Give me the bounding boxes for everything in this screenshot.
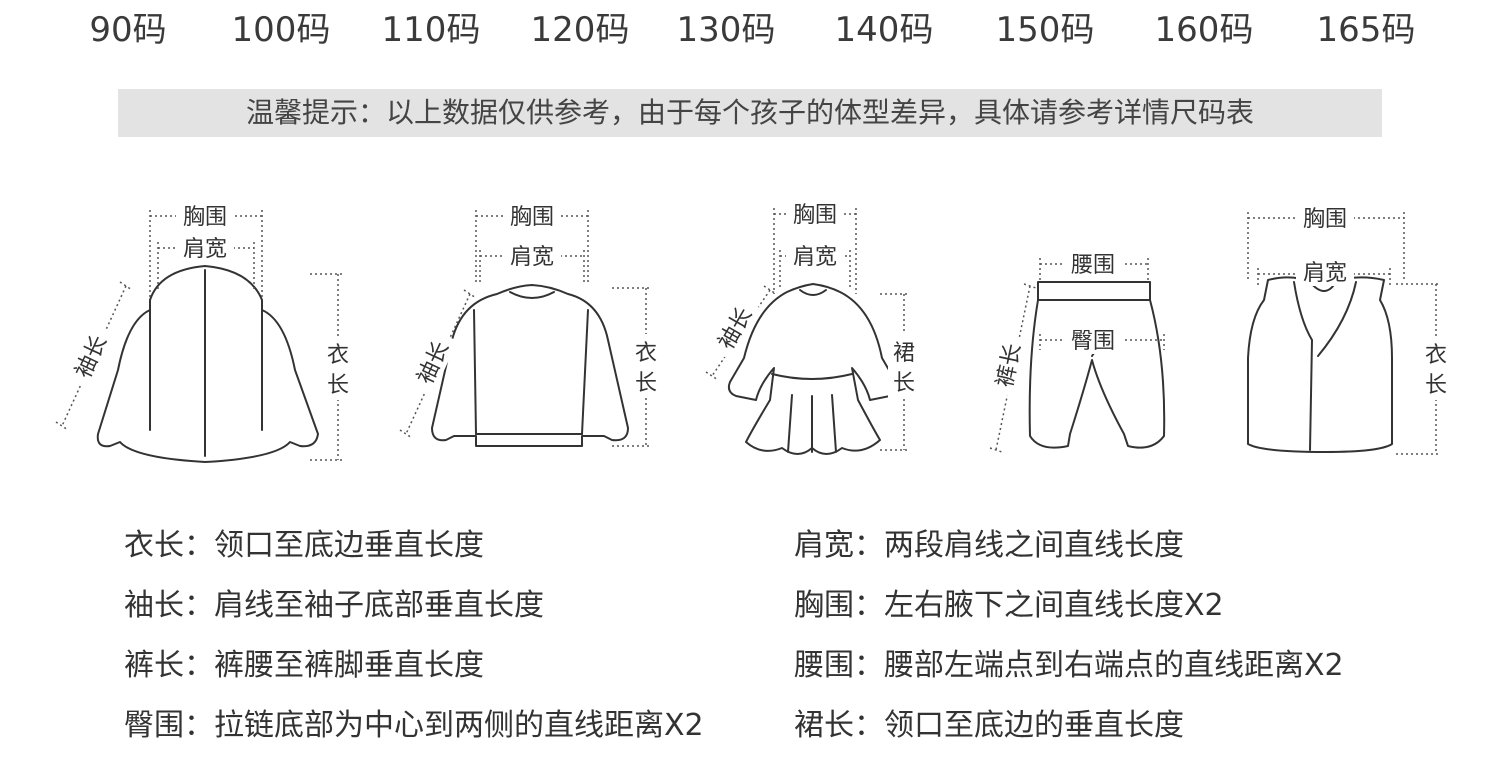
definition-separator: ：	[854, 708, 884, 743]
sweater-chest-label: 胸围	[510, 205, 554, 230]
dress-shoulder-label: 肩宽	[793, 245, 837, 270]
pants-waist-label: 腰围	[1071, 253, 1115, 278]
definition-desc: 左右腋下之间直线长度X2	[884, 588, 1224, 623]
size-label: 100码	[231, 10, 331, 50]
definition-desc: 肩线至袖子底部垂直长度	[214, 588, 544, 623]
definition-term: 裙长	[794, 708, 854, 743]
dress-chest-label: 胸围	[793, 203, 837, 228]
definition-term: 袖长	[124, 588, 184, 623]
jacket-length-label-2: 长	[327, 373, 349, 398]
size-row: 90码 100码 110码 120码 130码 140码 150码 160码 1…	[0, 0, 1500, 50]
jacket-icon	[96, 265, 319, 463]
definition-item: 腰围：腰部左端点到右端点的直线距离X2	[794, 640, 1344, 684]
definition-desc: 裤腰至裤脚垂直长度	[214, 648, 484, 683]
size-label: 90码	[89, 10, 167, 50]
sweater-icon	[431, 284, 629, 447]
garment-illustrations: 胸围 肩宽 衣 长 袖长 胸围 肩宽 衣 长 袖长 胸围 肩宽 裙 长 袖长	[55, 200, 1454, 463]
definition-separator: ：	[854, 588, 884, 623]
definition-term: 衣长	[124, 528, 184, 563]
jacket-shoulder-label: 肩宽	[183, 237, 227, 262]
definition-term: 肩宽	[794, 528, 854, 563]
definition-separator: ：	[184, 588, 214, 623]
definition-item: 臀围：拉链底部为中心到两侧的直线距离X2	[124, 700, 704, 744]
sweater-shoulder-label: 肩宽	[510, 245, 554, 270]
svg-text:衣: 衣	[635, 341, 657, 366]
definition-item: 裤长：裤腰至裤脚垂直长度	[124, 640, 484, 684]
definition-item: 胸围：左右腋下之间直线长度X2	[794, 580, 1224, 624]
definition-separator: ：	[854, 528, 884, 563]
svg-text:长: 长	[893, 371, 915, 396]
size-label: 110码	[381, 10, 481, 50]
definition-term: 臀围	[124, 708, 184, 743]
definition-term: 胸围	[794, 588, 854, 623]
definition-term: 裤长	[124, 648, 184, 683]
size-label: 120码	[530, 10, 630, 50]
size-label: 165码	[1316, 10, 1416, 50]
size-label: 150码	[995, 10, 1095, 50]
definition-desc: 拉链底部为中心到两侧的直线距离X2	[214, 708, 704, 743]
dress-icon	[727, 283, 899, 455]
definition-desc: 领口至底边垂直长度	[214, 528, 484, 563]
svg-text:裙: 裙	[893, 341, 915, 366]
svg-text:衣: 衣	[1425, 343, 1447, 368]
vest-icon	[1247, 276, 1393, 453]
size-label: 160码	[1154, 10, 1254, 50]
definition-desc: 领口至底边的垂直长度	[884, 708, 1184, 743]
vest-chest-label: 胸围	[1303, 207, 1347, 232]
size-label: 140码	[834, 10, 934, 50]
definition-item: 袖长：肩线至袖子底部垂直长度	[124, 580, 544, 624]
definition-item: 衣长：领口至底边垂直长度	[124, 520, 484, 564]
vest-shoulder-label: 肩宽	[1303, 261, 1347, 286]
svg-text:长: 长	[635, 371, 657, 396]
definition-separator: ：	[184, 648, 214, 683]
pants-icon	[1028, 281, 1166, 449]
pants-hip-label: 臀围	[1071, 329, 1115, 354]
svg-text:长: 长	[1425, 373, 1447, 398]
definition-separator: ：	[184, 708, 214, 743]
garment-diagrams: 胸围 肩宽 衣 长 袖长 胸围 肩宽 衣 长 袖长 胸围 肩宽 裙 长 袖长	[0, 190, 1500, 480]
definition-desc: 两段肩线之间直线长度	[884, 528, 1184, 563]
notice-banner: 温馨提示：以上数据仅供参考，由于每个孩子的体型差异，具体请参考详情尺码表	[118, 89, 1382, 137]
definition-item: 裙长：领口至底边的垂直长度	[794, 700, 1184, 744]
definition-separator: ：	[184, 528, 214, 563]
jacket-chest-label: 胸围	[183, 205, 227, 230]
definition-separator: ：	[854, 648, 884, 683]
definition-term: 腰围	[794, 648, 854, 683]
definition-item: 肩宽：两段肩线之间直线长度	[794, 520, 1184, 564]
jacket-length-label-1: 衣	[327, 343, 349, 368]
definition-desc: 腰部左端点到右端点的直线距离X2	[884, 648, 1344, 683]
size-label: 130码	[676, 10, 776, 50]
